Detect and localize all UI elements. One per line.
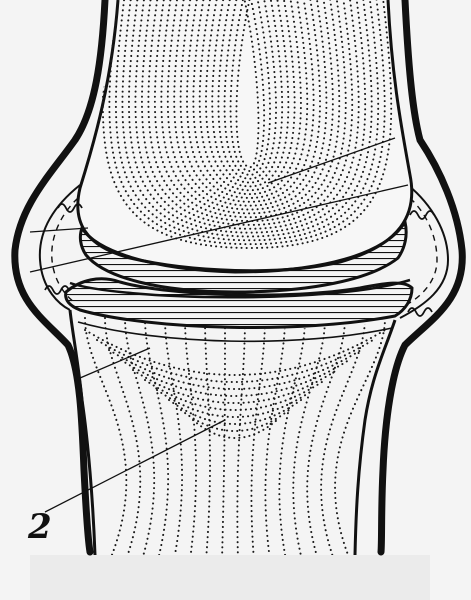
bottom-strip [30,555,430,600]
upper-bone [78,0,412,271]
upper-bone-outline [78,0,412,271]
label-number-2: 2 [27,507,52,547]
